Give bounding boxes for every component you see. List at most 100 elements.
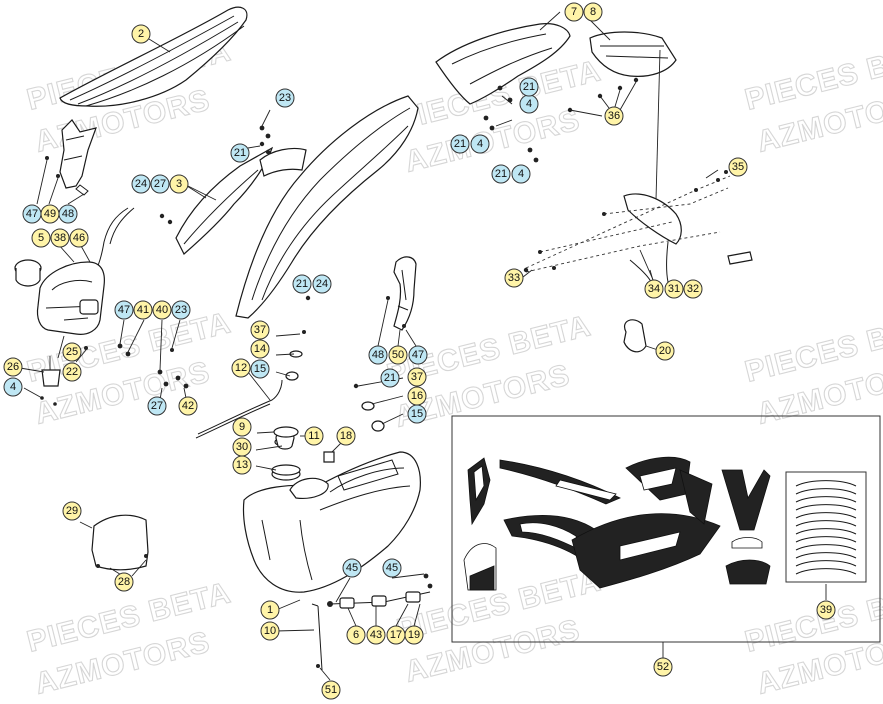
svg-text:9: 9 — [239, 421, 245, 433]
callout-21: 21 — [491, 164, 511, 184]
svg-text:36: 36 — [608, 110, 620, 122]
svg-text:25: 25 — [66, 346, 78, 358]
svg-text:16: 16 — [411, 390, 423, 402]
callout-22: 22 — [62, 362, 82, 382]
svg-text:10: 10 — [264, 625, 276, 637]
svg-text:8: 8 — [590, 6, 596, 18]
svg-text:3: 3 — [176, 178, 182, 190]
svg-text:34: 34 — [648, 283, 660, 295]
svg-text:49: 49 — [44, 208, 56, 220]
svg-text:42: 42 — [182, 400, 194, 412]
callout-33: 33 — [504, 268, 524, 288]
svg-text:14: 14 — [254, 343, 266, 355]
svg-text:21: 21 — [296, 278, 308, 290]
svg-text:23: 23 — [175, 304, 187, 316]
callout-36: 36 — [604, 106, 624, 126]
svg-text:13: 13 — [236, 459, 248, 471]
svg-text:23: 23 — [279, 92, 291, 104]
callout-4: 4 — [470, 134, 490, 154]
callout-14: 14 — [250, 339, 270, 359]
callout-4: 4 — [511, 164, 531, 184]
rear-fender-drawing — [435, 23, 677, 163]
svg-text:12: 12 — [235, 362, 247, 374]
callout-51: 51 — [321, 680, 341, 700]
callout-31: 31 — [664, 279, 684, 299]
svg-text:27: 27 — [151, 400, 163, 412]
callout-30: 30 — [232, 437, 252, 457]
callout-23: 23 — [171, 300, 191, 320]
svg-text:45: 45 — [346, 562, 358, 574]
svg-text:22: 22 — [66, 366, 78, 378]
side-bracket-drawing — [36, 119, 97, 205]
svg-text:41: 41 — [137, 304, 149, 316]
callout-32: 32 — [683, 279, 703, 299]
svg-text:40: 40 — [156, 304, 168, 316]
callout-43: 43 — [366, 625, 386, 645]
front-bracket-drawing — [377, 256, 417, 347]
callout-11: 11 — [304, 426, 324, 446]
svg-text:30: 30 — [236, 441, 248, 453]
callout-3: 3 — [169, 174, 189, 194]
plate-holder-drawing — [523, 49, 753, 285]
seat-drawing — [59, 6, 248, 107]
callout-2: 2 — [131, 24, 151, 44]
callout-37: 37 — [250, 320, 270, 340]
breather-parts-drawing — [195, 330, 385, 476]
svg-text:37: 37 — [411, 371, 423, 383]
callout-47: 47 — [114, 300, 134, 320]
callout-35: 35 — [728, 157, 748, 177]
svg-text:26: 26 — [7, 361, 19, 373]
callout-9: 9 — [232, 417, 252, 437]
callout-50: 50 — [388, 345, 408, 365]
callout-21: 21 — [450, 134, 470, 154]
side-panel-drawing — [159, 146, 274, 255]
callout-28: 28 — [114, 572, 134, 592]
svg-text:7: 7 — [571, 6, 577, 18]
decal-kit-drawing — [451, 415, 881, 658]
callout-37: 37 — [407, 367, 427, 387]
svg-text:47: 47 — [118, 304, 130, 316]
callout-21: 21 — [230, 143, 250, 163]
callout-21: 21 — [519, 77, 539, 97]
svg-text:4: 4 — [10, 381, 16, 393]
svg-text:21: 21 — [384, 372, 396, 384]
clamp-drawing — [623, 319, 659, 353]
callout-21: 21 — [292, 274, 312, 294]
callout-18: 18 — [336, 426, 356, 446]
svg-text:15: 15 — [411, 408, 423, 420]
callout-41: 41 — [133, 300, 153, 320]
callout-27: 27 — [147, 396, 167, 416]
svg-text:48: 48 — [62, 208, 74, 220]
watermark: PIECES BETA AZMOTORS PIECES BETA AZMOTOR… — [23, 34, 883, 702]
callout-4: 4 — [519, 94, 539, 114]
svg-text:21: 21 — [523, 81, 535, 93]
svg-text:38: 38 — [54, 232, 66, 244]
svg-text:4: 4 — [518, 168, 524, 180]
callout-34: 34 — [644, 279, 664, 299]
callout-48: 48 — [368, 345, 388, 365]
svg-text:19: 19 — [408, 629, 420, 641]
small-tank-drawing — [14, 207, 189, 406]
callout-40: 40 — [152, 300, 172, 320]
callout-4: 4 — [3, 377, 23, 397]
svg-text:18: 18 — [340, 430, 352, 442]
svg-text:47: 47 — [412, 349, 424, 361]
callout-24: 24 — [131, 174, 151, 194]
callout-29: 29 — [62, 501, 82, 521]
callouts: 1 2 3 4 4 4 4 5 6 7 8 9 10 11 12 13 14 1… — [3, 2, 836, 700]
svg-text:1: 1 — [267, 604, 273, 616]
fuel-line-drawing — [327, 573, 433, 609]
callout-6: 6 — [346, 625, 366, 645]
svg-text:31: 31 — [668, 283, 680, 295]
svg-text:37: 37 — [254, 324, 266, 336]
callout-15: 15 — [250, 359, 270, 379]
callout-39: 39 — [816, 600, 836, 620]
svg-text:4: 4 — [477, 138, 483, 150]
svg-text:20: 20 — [659, 345, 671, 357]
svg-text:2: 2 — [138, 28, 144, 40]
svg-text:6: 6 — [353, 629, 359, 641]
svg-text:24: 24 — [135, 178, 147, 190]
callout-42: 42 — [178, 396, 198, 416]
callout-8: 8 — [583, 2, 603, 22]
